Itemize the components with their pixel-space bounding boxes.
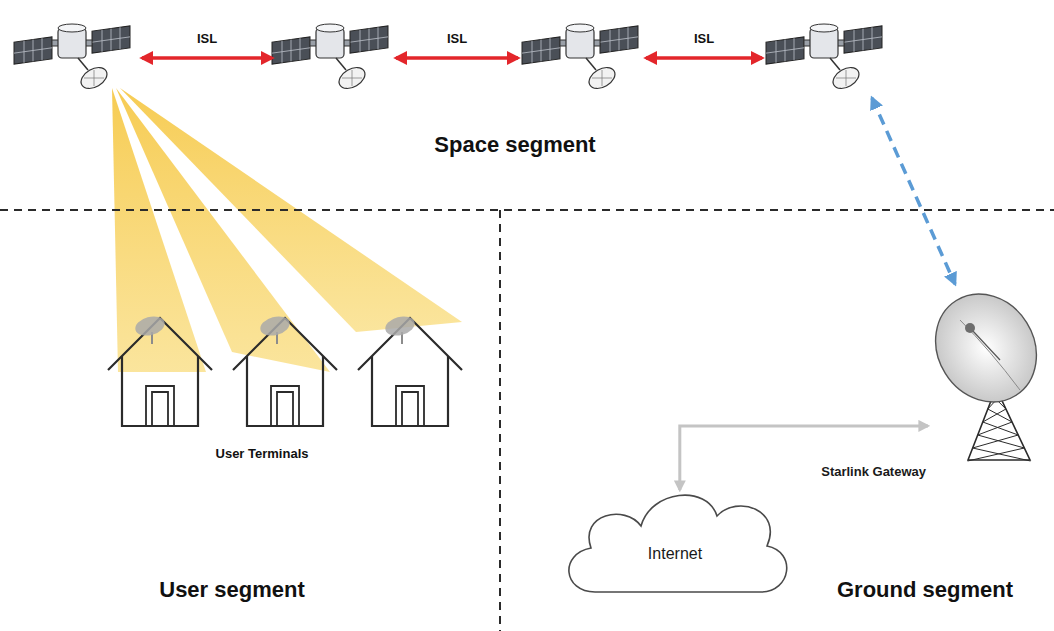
segment-title: User segment bbox=[159, 577, 305, 603]
house bbox=[358, 313, 462, 426]
cloud-label: Internet bbox=[648, 545, 702, 563]
group-label: User Terminals bbox=[216, 446, 309, 461]
isl-arrows bbox=[142, 56, 762, 60]
cloud-outline bbox=[555, 470, 795, 610]
drawing-part bbox=[133, 313, 167, 338]
house bbox=[108, 313, 212, 426]
satellite bbox=[522, 24, 638, 93]
cloud-shape bbox=[569, 495, 787, 592]
feeder-link bbox=[872, 98, 955, 284]
drawing-part bbox=[372, 356, 448, 426]
gateway-label: Starlink Gateway bbox=[821, 464, 926, 479]
satellite bbox=[766, 24, 882, 93]
isl-link bbox=[646, 56, 762, 60]
satellite bbox=[14, 24, 130, 93]
satellite bbox=[272, 24, 388, 93]
drawing-part bbox=[968, 448, 1031, 461]
segment-dividers bbox=[0, 210, 1054, 631]
segment-title: Space segment bbox=[434, 132, 595, 158]
divider-line bbox=[499, 210, 501, 631]
drawing-part bbox=[972, 330, 1000, 360]
dish-drawing bbox=[930, 290, 1042, 462]
link-label: ISL bbox=[197, 31, 217, 46]
drawing-part bbox=[383, 313, 417, 338]
drawing-part bbox=[973, 435, 1025, 448]
link-label: ISL bbox=[447, 31, 467, 46]
drawing-part bbox=[983, 409, 1012, 422]
house bbox=[233, 313, 337, 426]
drawing-part bbox=[146, 386, 174, 426]
link-arrow bbox=[680, 426, 928, 490]
divider-line bbox=[0, 209, 1054, 211]
drawing-part bbox=[271, 386, 299, 426]
user-beams bbox=[112, 88, 462, 372]
internet-cloud: Internet bbox=[555, 470, 795, 610]
drawing-part bbox=[247, 356, 323, 426]
houses bbox=[108, 313, 462, 426]
isl-link bbox=[142, 56, 272, 60]
segment-title: Ground segment bbox=[837, 577, 1013, 603]
satellites bbox=[14, 24, 882, 93]
drawing-part bbox=[965, 323, 975, 333]
gateway-dish: Starlink Gateway bbox=[930, 290, 1042, 462]
drawing-part bbox=[960, 320, 1020, 390]
dish-reflector bbox=[930, 290, 1042, 421]
isl-link bbox=[396, 56, 518, 60]
drawing-part bbox=[122, 356, 198, 426]
drawing-part bbox=[978, 422, 1018, 435]
drawing-part bbox=[396, 386, 424, 426]
link-label: ISL bbox=[694, 31, 714, 46]
drawing-part bbox=[258, 313, 292, 338]
